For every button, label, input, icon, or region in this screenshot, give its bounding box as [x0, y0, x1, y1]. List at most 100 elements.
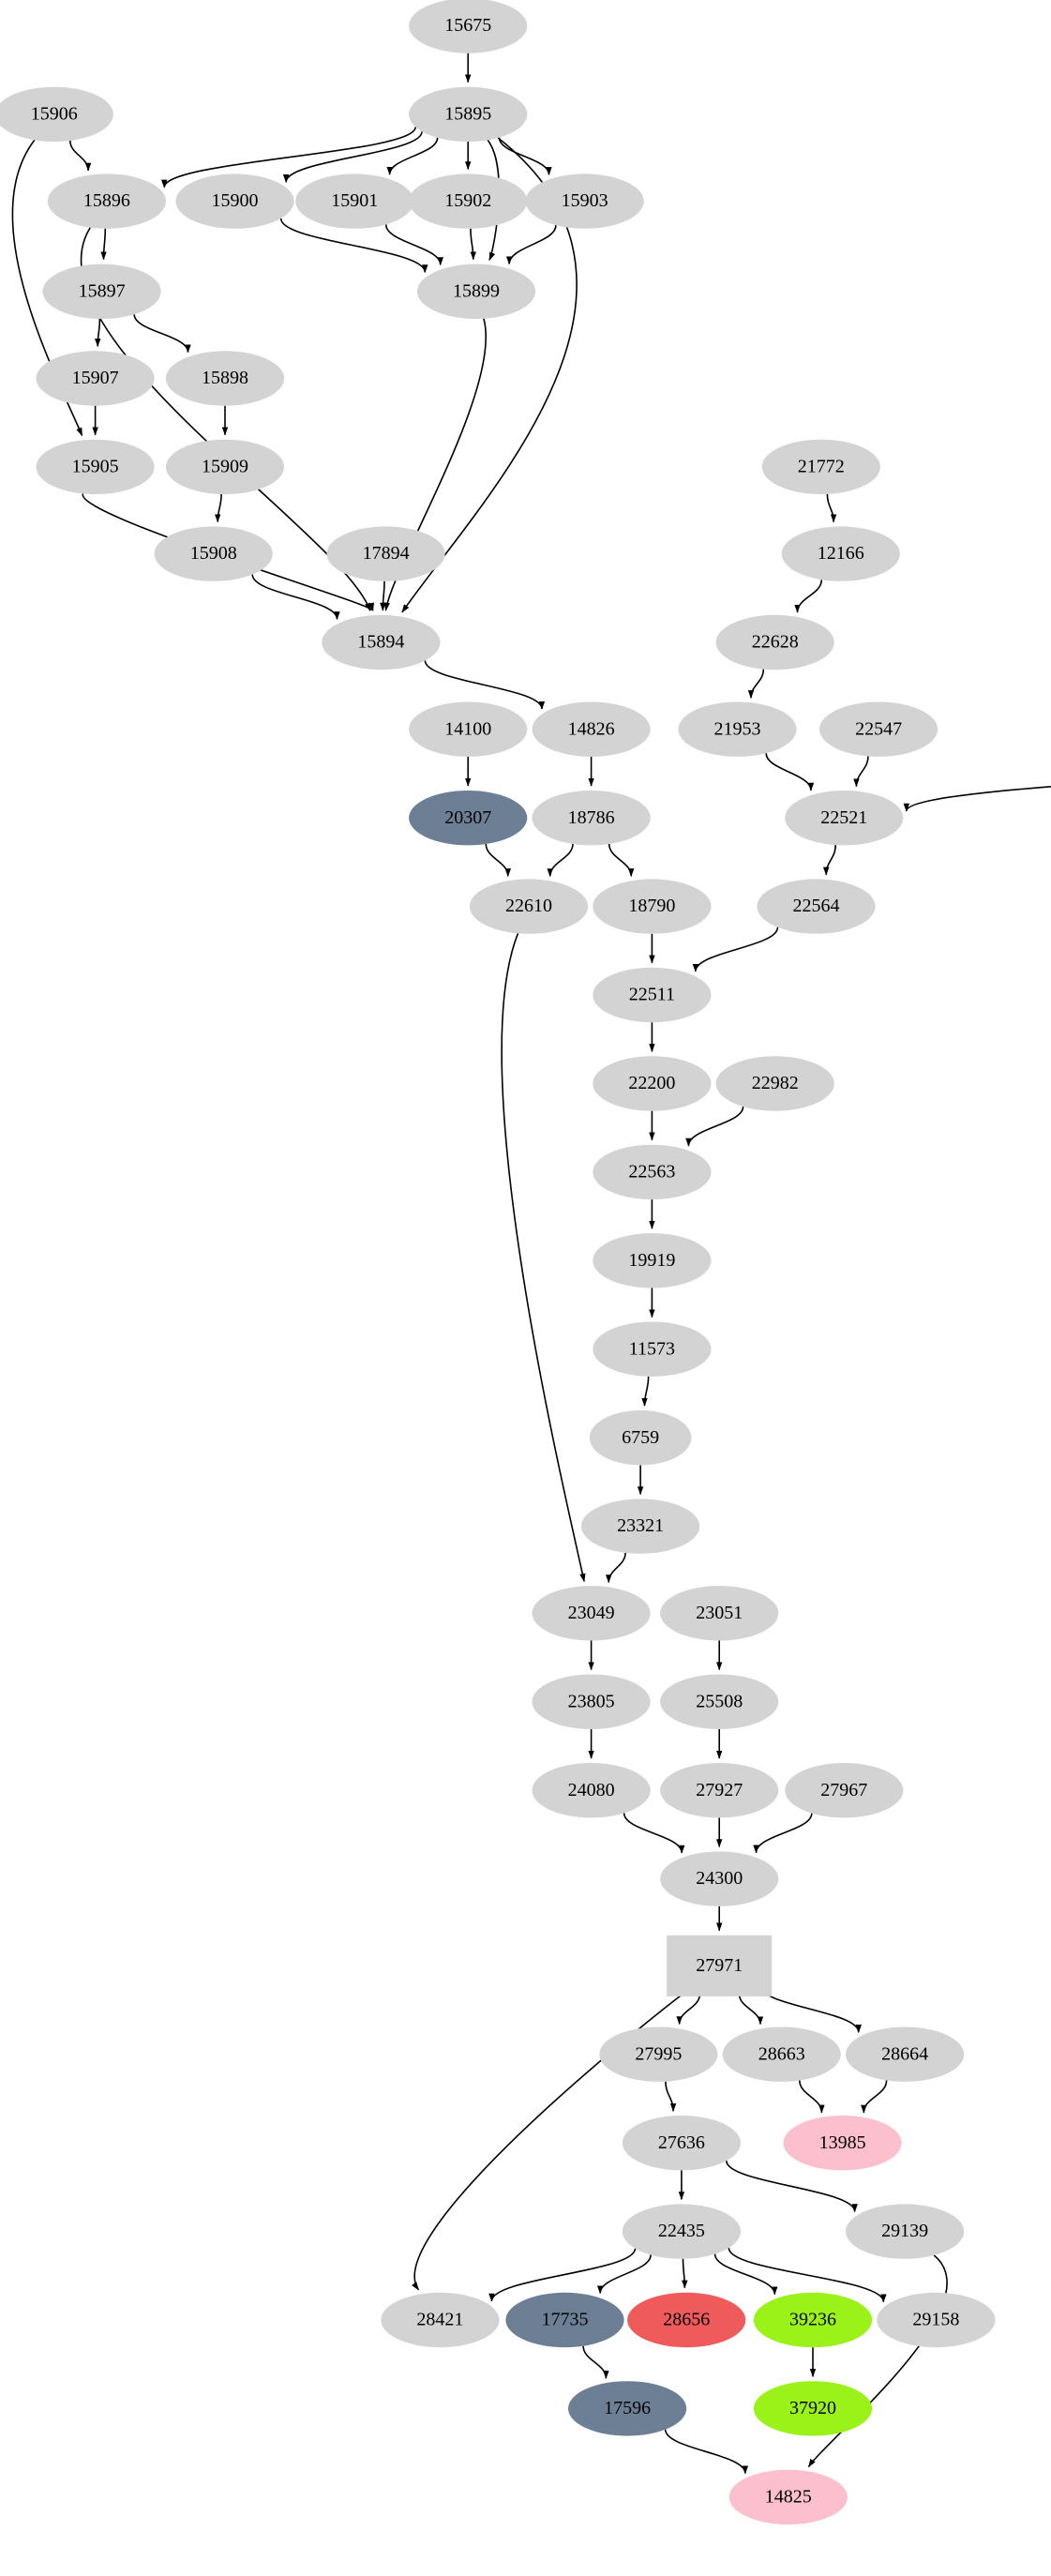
graph-node[interactable]: 15903	[525, 173, 644, 229]
graph-node[interactable]: 17596	[568, 2381, 687, 2436]
node-shape[interactable]	[715, 1056, 834, 1111]
graph-node[interactable]: 28656	[627, 2292, 746, 2348]
graph-node[interactable]: 27967	[785, 1763, 904, 1818]
node-shape[interactable]	[819, 701, 938, 757]
graph-node[interactable]: 15894	[322, 614, 441, 670]
node-shape[interactable]	[593, 1233, 712, 1288]
node-shape[interactable]	[757, 879, 876, 934]
node-shape[interactable]	[660, 1851, 779, 1906]
node-shape[interactable]	[322, 614, 441, 670]
node-shape[interactable]	[846, 2204, 965, 2259]
node-shape[interactable]	[783, 2116, 902, 2171]
node-shape[interactable]	[622, 2116, 742, 2171]
graph-node[interactable]: 22200	[593, 1056, 712, 1111]
graph-node[interactable]: 15901	[295, 173, 414, 229]
graph-node[interactable]: 15895	[409, 86, 528, 143]
node-shape[interactable]	[0, 86, 113, 143]
node-shape[interactable]	[409, 86, 528, 143]
graph-node[interactable]: 29139	[846, 2204, 965, 2259]
node-shape[interactable]	[593, 879, 712, 934]
graph-node[interactable]: 25508	[660, 1674, 779, 1729]
node-shape[interactable]	[622, 2204, 742, 2259]
graph-node[interactable]: 15900	[175, 173, 294, 229]
node-shape[interactable]	[715, 614, 834, 670]
graph-node[interactable]: 18790	[593, 879, 712, 934]
graph-node[interactable]: 14100	[409, 701, 528, 757]
graph-node[interactable]: 22521	[785, 791, 904, 846]
graph-node[interactable]: 6759	[589, 1410, 692, 1466]
node-shape[interactable]	[660, 1763, 779, 1818]
graph-node[interactable]: 15902	[409, 173, 528, 229]
node-shape[interactable]	[660, 1674, 779, 1729]
graph-node[interactable]: 27995	[599, 2026, 718, 2082]
graph-node[interactable]: 12166	[781, 526, 900, 581]
node-shape[interactable]	[36, 351, 155, 406]
graph-node[interactable]: 23321	[581, 1499, 700, 1554]
graph-node[interactable]: 22563	[593, 1144, 712, 1200]
graph-node[interactable]: 22628	[715, 614, 834, 670]
graph-node[interactable]: 15905	[36, 439, 155, 495]
node-shape[interactable]	[409, 791, 528, 846]
graph-node[interactable]: 23049	[532, 1586, 651, 1641]
node-shape[interactable]	[532, 1763, 651, 1818]
graph-node[interactable]: 11573	[593, 1321, 712, 1377]
node-shape[interactable]	[469, 879, 589, 934]
node-shape[interactable]	[581, 1499, 700, 1554]
graph-node[interactable]: 15896	[47, 173, 166, 229]
node-shape[interactable]	[678, 701, 797, 757]
node-shape[interactable]	[47, 173, 166, 229]
node-shape[interactable]	[568, 2381, 687, 2436]
graph-node[interactable]: 28663	[722, 2026, 841, 2082]
graph-node[interactable]: 18786	[532, 791, 651, 846]
graph-node[interactable]: 28421	[381, 2292, 500, 2348]
graph-node[interactable]: 15675	[409, 0, 528, 53]
graph-node[interactable]: 15899	[416, 264, 536, 319]
node-shape[interactable]	[409, 173, 528, 229]
graph-node[interactable]: 24080	[532, 1763, 651, 1818]
graph-node[interactable]: 17735	[505, 2292, 624, 2348]
node-shape[interactable]	[532, 1586, 651, 1641]
node-shape[interactable]	[877, 2292, 996, 2348]
node-shape[interactable]	[326, 526, 445, 581]
graph-node[interactable]: 28664	[846, 2026, 965, 2082]
node-shape[interactable]	[599, 2026, 718, 2082]
node-shape[interactable]	[525, 173, 644, 229]
graph-node[interactable]: 22547	[819, 701, 938, 757]
node-shape[interactable]	[593, 1144, 712, 1200]
graph-node[interactable]: 27971	[667, 1935, 773, 1996]
graph-node[interactable]: 23051	[660, 1586, 779, 1641]
node-shape[interactable]	[532, 701, 651, 757]
node-shape[interactable]	[589, 1410, 692, 1466]
node-shape[interactable]	[761, 439, 880, 495]
graph-node[interactable]: 22610	[469, 879, 589, 934]
graph-node[interactable]: 22982	[715, 1056, 834, 1111]
node-shape[interactable]	[154, 526, 273, 581]
node-shape[interactable]	[165, 439, 285, 495]
graph-node[interactable]: 20307	[409, 791, 528, 846]
graph-node[interactable]: 22511	[593, 967, 712, 1023]
node-shape[interactable]	[785, 791, 904, 846]
node-shape[interactable]	[660, 1586, 779, 1641]
graph-node[interactable]: 15909	[165, 439, 285, 495]
graph-node[interactable]: 37920	[753, 2381, 873, 2436]
node-shape[interactable]	[728, 2469, 848, 2525]
node-shape[interactable]	[36, 439, 155, 495]
graph-node[interactable]: 15908	[154, 526, 273, 581]
node-shape[interactable]	[416, 264, 536, 319]
graph-node[interactable]: 22564	[757, 879, 876, 934]
graph-node[interactable]: 17894	[326, 526, 445, 581]
node-shape[interactable]	[627, 2292, 746, 2348]
graph-node[interactable]: 14825	[728, 2469, 848, 2525]
node-shape[interactable]	[722, 2026, 841, 2082]
graph-node[interactable]: 29158	[877, 2292, 996, 2348]
node-shape[interactable]	[532, 1674, 651, 1729]
graph-node[interactable]: 15897	[42, 264, 161, 319]
node-shape[interactable]	[295, 173, 414, 229]
node-shape[interactable]	[165, 351, 285, 406]
graph-node[interactable]: 22435	[622, 2204, 742, 2259]
node-shape[interactable]	[846, 2026, 965, 2082]
node-shape[interactable]	[753, 2292, 873, 2348]
node-shape[interactable]	[593, 967, 712, 1023]
graph-node[interactable]: 21772	[761, 439, 880, 495]
graph-node[interactable]: 15906	[0, 86, 113, 143]
